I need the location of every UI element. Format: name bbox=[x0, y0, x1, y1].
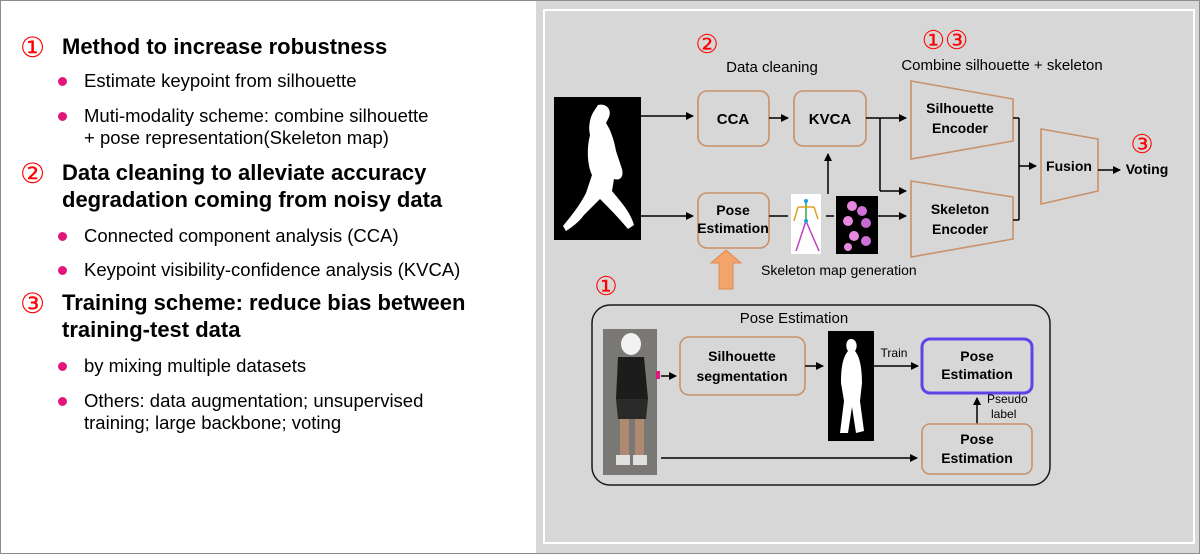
data-cleaning-marker: ② bbox=[695, 29, 718, 59]
pose-estimation-top-line-2: Estimation bbox=[697, 220, 769, 236]
bullet-dot bbox=[58, 232, 67, 241]
section-2-bullet-1: Connected component analysis (CCA) bbox=[58, 225, 399, 247]
silhouette-input-image bbox=[554, 97, 641, 240]
pose-estimation-top-line-1: Pose bbox=[716, 202, 750, 218]
pose-panel-marker: ① bbox=[594, 271, 617, 301]
bullet-text-line-2: training; large backbone; voting bbox=[84, 412, 342, 433]
silhouette-output-image bbox=[828, 331, 874, 441]
section-3-number: ③ bbox=[20, 288, 46, 319]
bullet-dot bbox=[58, 362, 67, 371]
diagram-inner-border bbox=[543, 9, 1195, 544]
section-3-bullet-1: by mixing multiple datasets bbox=[58, 355, 306, 377]
train-label: Train bbox=[881, 346, 908, 360]
section-1-bullet-1: Estimate keypoint from silhouette bbox=[58, 70, 357, 92]
section-1-number: ① bbox=[20, 32, 46, 63]
section-1-bullet-2: Muti-modality scheme: combine silhouette… bbox=[58, 105, 428, 149]
left-text-panel: ① Method to increase robustness Estimate… bbox=[0, 0, 535, 552]
cca-label: CCA bbox=[717, 111, 750, 128]
pose-estimation-panel bbox=[591, 304, 1051, 486]
data-cleaning-label: Data cleaning bbox=[726, 59, 818, 76]
bullet-text-line-1: Muti-modality scheme: combine silhouette bbox=[84, 105, 429, 126]
bullet-text: Estimate keypoint from silhouette bbox=[84, 70, 357, 91]
section-2-title-line-2: degradation coming from noisy data bbox=[62, 187, 443, 212]
silhouette-encoder-line-2: Encoder bbox=[932, 120, 989, 136]
section-3-bullet-2: Others: data augmentation; unsupervised … bbox=[58, 390, 423, 434]
section-1-title: Method to increase robustness bbox=[62, 34, 388, 59]
pose-estimation-highlight-box bbox=[920, 337, 1034, 395]
section-1-heading: ① Method to increase robustness bbox=[20, 33, 387, 63]
voting-label: Voting bbox=[1126, 161, 1169, 177]
skeleton-encoder-line-2: Encoder bbox=[932, 221, 989, 237]
person-photo bbox=[603, 329, 660, 475]
pipeline-diagram: ② Data cleaning ①③ Combine silhouette + … bbox=[554, 25, 1169, 486]
kvca-label: KVCA bbox=[809, 111, 852, 128]
fusion-shape bbox=[1040, 128, 1099, 206]
bullet-dot bbox=[58, 77, 67, 86]
pose-estimation-bottom-line-1: Pose bbox=[960, 431, 994, 447]
section-2-heading: ② Data cleaning to alleviate accuracy de… bbox=[20, 159, 442, 213]
bullet-dot bbox=[58, 266, 67, 275]
section-3-heading: ③ Training scheme: reduce bias between t… bbox=[20, 289, 465, 343]
bullet-dot bbox=[58, 397, 67, 406]
pose-estimation-box-bottom bbox=[921, 423, 1033, 475]
voting-marker: ③ bbox=[1130, 129, 1153, 159]
combine-marker: ①③ bbox=[922, 25, 969, 55]
combine-label: Combine silhouette + skeleton bbox=[901, 57, 1102, 74]
pose-panel-title: Pose Estimation bbox=[740, 310, 848, 327]
skeleton-encoder-line-1: Skeleton bbox=[931, 201, 989, 217]
diagram-panel: ② Data cleaning ①③ Combine silhouette + … bbox=[536, 1, 1199, 553]
bullet-text: Connected component analysis (CCA) bbox=[84, 225, 399, 246]
section-3-title-line-2: training-test data bbox=[62, 317, 241, 342]
pose-estimation-highlight-line-2: Estimation bbox=[941, 366, 1013, 382]
skeleton-encoder-shape bbox=[910, 180, 1014, 258]
section-2-bullet-2: Keypoint visibility-confidence analysis … bbox=[58, 259, 460, 281]
skeleton-map-label: Skeleton map generation bbox=[761, 262, 917, 278]
skeleton-heatmap bbox=[836, 196, 878, 254]
bullet-text-line-1: Others: data augmentation; unsupervised bbox=[84, 390, 424, 411]
pseudo-label-line-2: label bbox=[991, 407, 1016, 421]
bullet-text: by mixing multiple datasets bbox=[84, 355, 307, 376]
silhouette-encoder-shape bbox=[910, 80, 1014, 160]
pseudo-label-line-1: Pseudo bbox=[987, 392, 1028, 406]
pose-estimation-bottom-line-2: Estimation bbox=[941, 450, 1013, 466]
bullet-dot bbox=[58, 112, 67, 121]
pose-estimation-box-top bbox=[697, 192, 770, 249]
skeleton-keypoint-figure bbox=[791, 194, 821, 254]
silhouette-segmentation-line-1: Silhouette bbox=[708, 348, 776, 364]
section-2-title-line-1: Data cleaning to alleviate accuracy bbox=[62, 160, 427, 185]
bullet-text-line-2: + pose representation(Skeleton map) bbox=[84, 127, 389, 148]
skeleton-map-arrow bbox=[709, 249, 743, 290]
section-2-number: ② bbox=[20, 158, 46, 189]
silhouette-segmentation-line-2: segmentation bbox=[696, 368, 787, 384]
fusion-label: Fusion bbox=[1046, 158, 1092, 174]
silhouette-segmentation-box bbox=[679, 336, 806, 396]
bullet-text: Keypoint visibility-confidence analysis … bbox=[84, 259, 461, 280]
silhouette-encoder-line-1: Silhouette bbox=[926, 100, 994, 116]
pose-estimation-highlight-line-1: Pose bbox=[960, 348, 994, 364]
section-3-title-line-1: Training scheme: reduce bias between bbox=[62, 290, 466, 315]
